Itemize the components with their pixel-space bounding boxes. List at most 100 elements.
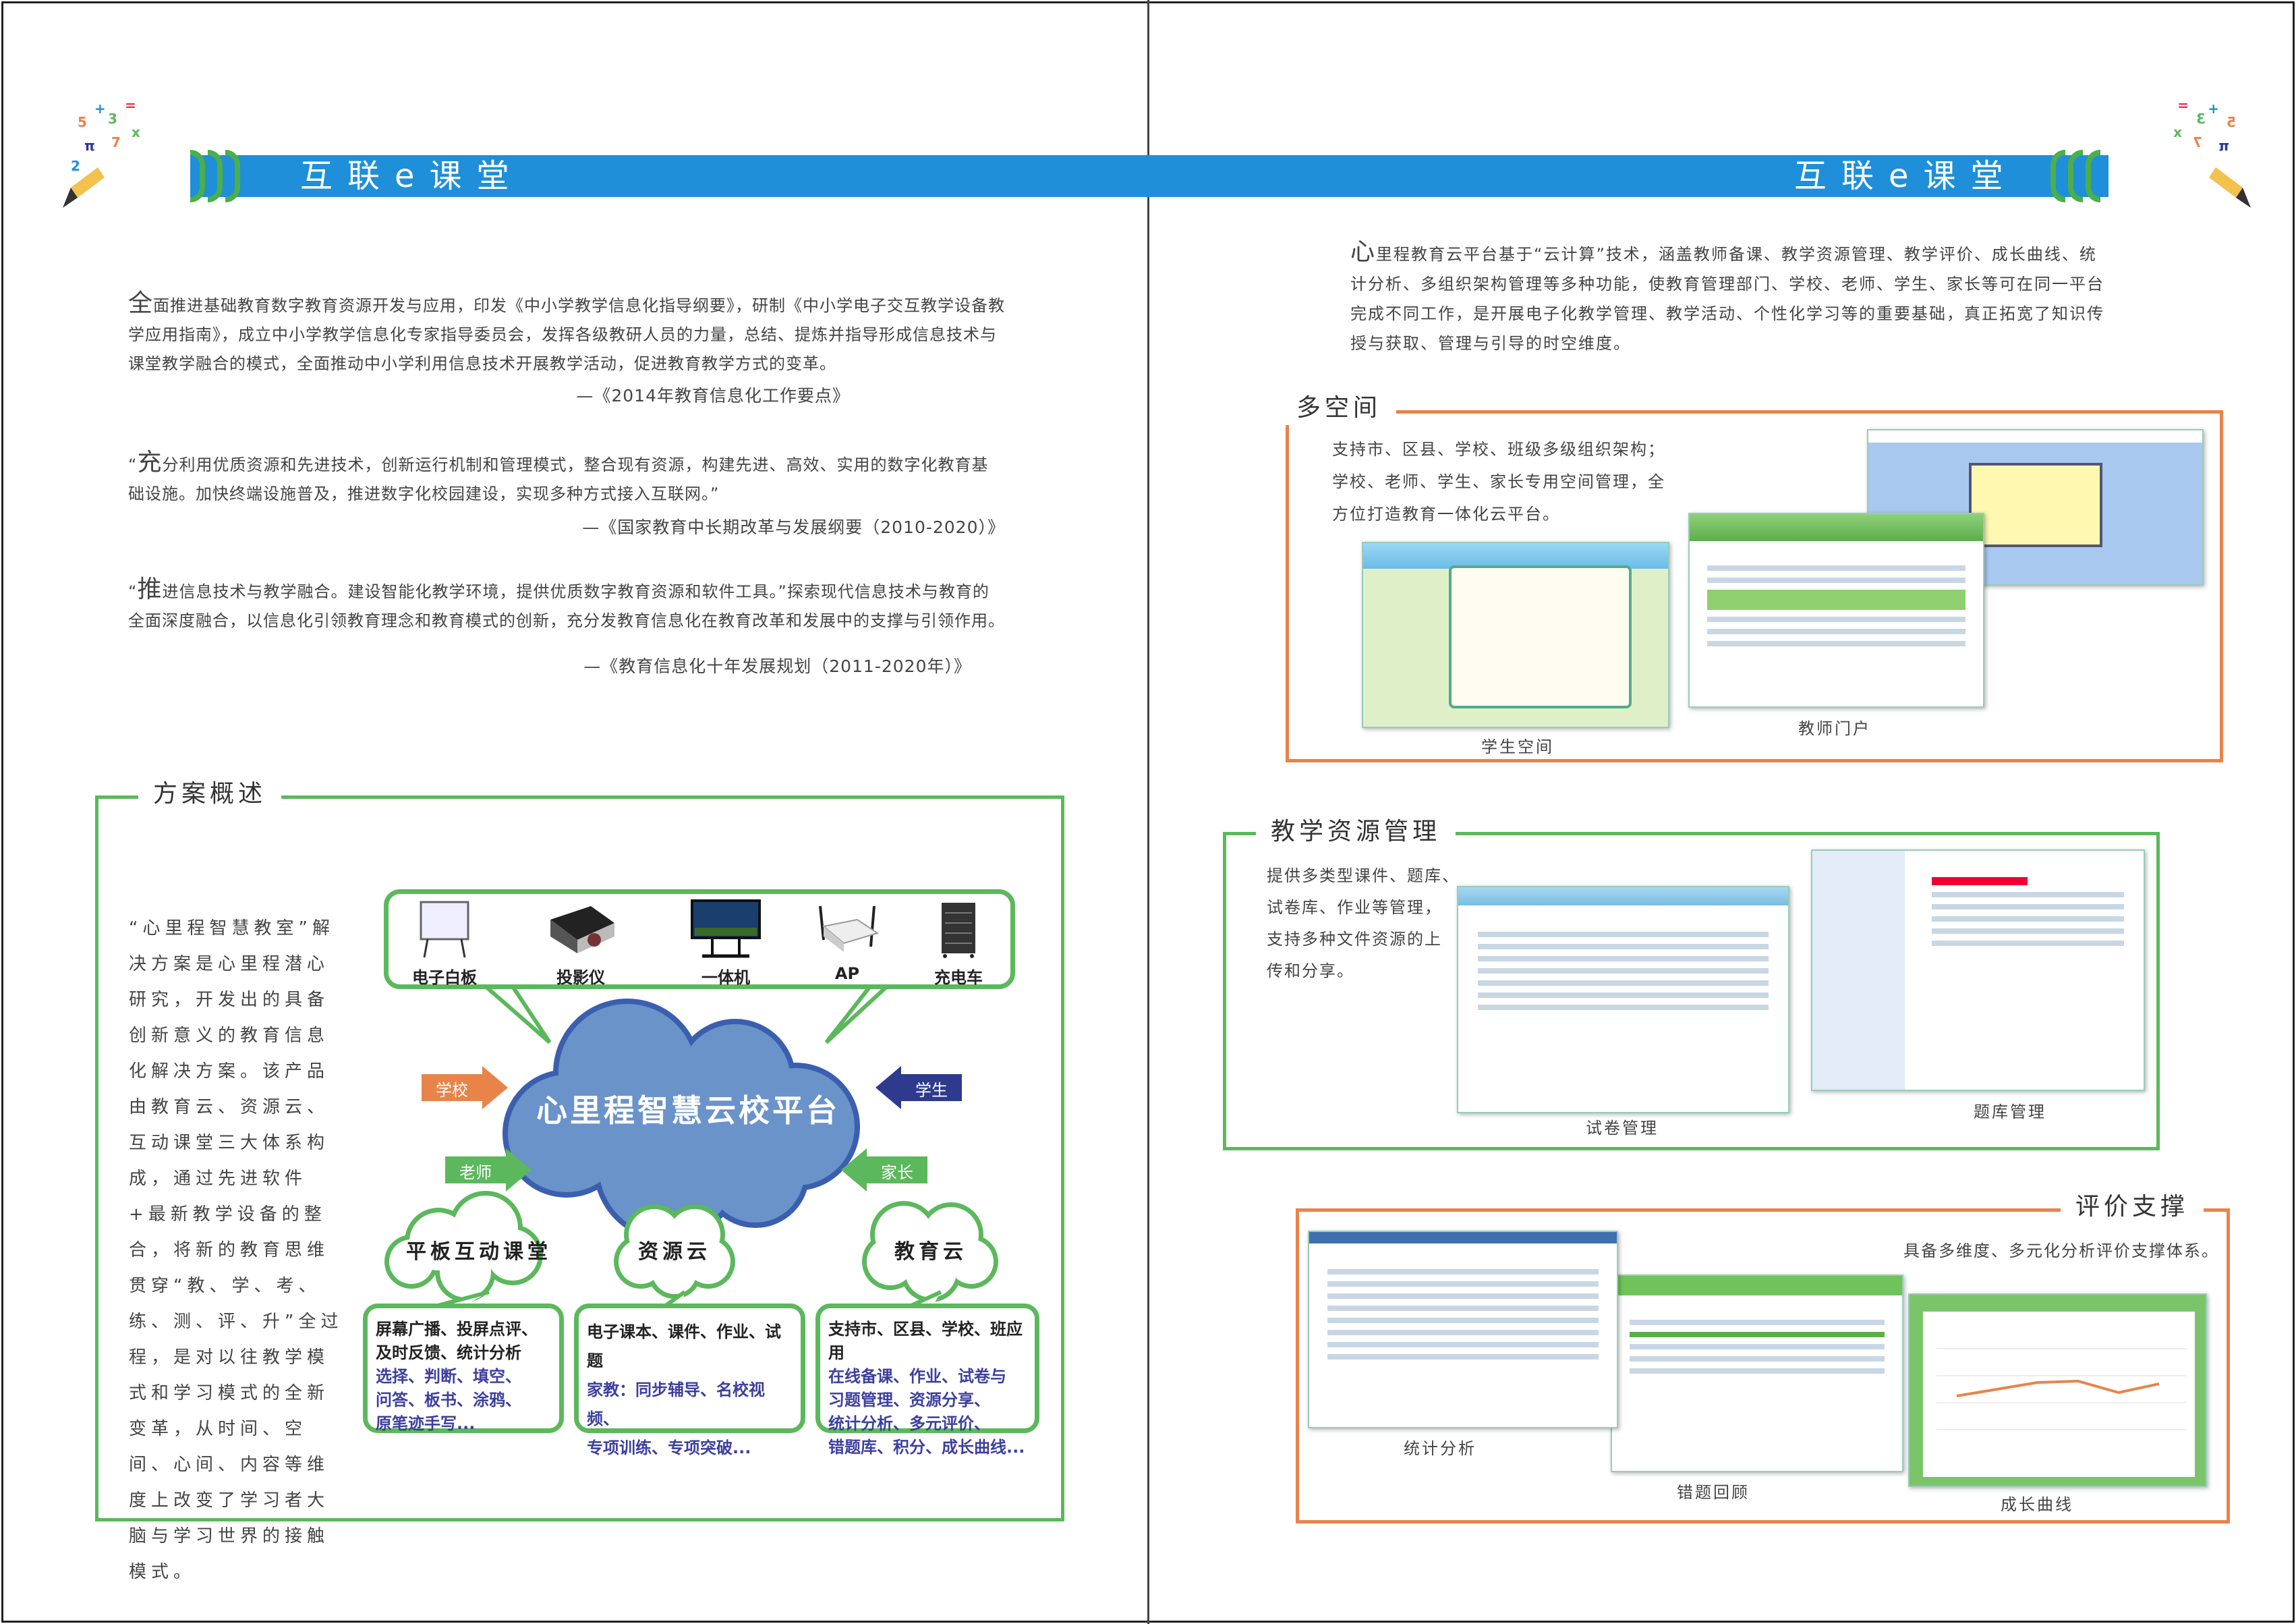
intro-lead: 心 (1350, 238, 1377, 266)
quote-body: 进信息技术与教学融合。建设智能化教学环境，提供优质数字教育资源和软件工具。”探索… (128, 582, 1005, 630)
quote-lead: 充 (137, 449, 163, 476)
module-line: 电子课本、课件、作业、试题 (587, 1322, 781, 1370)
module-title: 教育云 (894, 1240, 967, 1264)
projector-icon (550, 906, 614, 953)
svg-text:π: π (2218, 138, 2229, 154)
svg-text:3: 3 (2196, 111, 2206, 127)
svg-text:7: 7 (111, 134, 121, 150)
multispace-title: 多空间 (1282, 391, 1397, 425)
page-fold (1147, 0, 1149, 1624)
whiteboard-icon (420, 901, 469, 958)
quote-body: 分利用优质资源和先进技术，创新运行机制和管理模式，整合现有资源，构建先进、高效、… (128, 455, 989, 503)
module-line: 错题库、积分、成长曲线... (828, 1438, 1025, 1457)
screenshot-student-space (1362, 542, 1669, 728)
resources-title: 教学资源管理 (1256, 815, 1456, 849)
pencil-math-icon: 5 +3 = π7x (2173, 97, 2251, 208)
router-icon (819, 905, 880, 952)
intro-text: 心里程教育云平台基于“云计算”技术，涵盖教师备课、教学资源管理、教学评价、成长曲… (1350, 237, 2113, 358)
module-line: 及时反馈、统计分析 (376, 1343, 521, 1362)
resources-text: 提供多类型课件、题库、试卷库、作业等管理，支持多种文件资源的上传和分享。 (1267, 860, 1469, 987)
quote-2: “充分利用优质资源和先进技术，创新运行机制和管理模式，整合现有资源，构建先进、高… (128, 448, 1005, 542)
module-box-resource: 电子课本、课件、作业、试题 家教：同步辅导、名校视频、专项训练、专项突破... (574, 1304, 805, 1457)
svg-text:=: = (2177, 97, 2189, 113)
svg-text:5: 5 (2227, 114, 2236, 130)
module-line: 家教：同步辅导、名校视频、 (587, 1380, 765, 1428)
svg-text:=: = (125, 97, 136, 113)
module-box-tablet: 屏幕广播、投屏点评、及时反馈、统计分析 选择、判断、填空、问答、板书、涂鸦、原笔… (363, 1304, 564, 1433)
caption-growth-curve: 成长曲线 (2001, 1495, 2073, 1514)
module-line: 习题管理、资源分享、 (828, 1391, 990, 1409)
device-ap: AP (797, 899, 898, 983)
caption-teacher-portal: 教师门户 (1798, 719, 1871, 738)
evaluation-text: 具备多维度、多元化分析评价支撑体系。 (1903, 1241, 2219, 1260)
svg-text:3: 3 (108, 111, 117, 127)
text-line: 学校、老师、学生、家长专用空间管理，全 (1332, 472, 1665, 491)
overview-text: “心里程智慧教室”解决方案是心里程潜心研究，开发出的具备创新意义的教育信息化解决… (129, 918, 343, 1582)
device-charging-cart: 充电车 (908, 899, 1009, 988)
svg-text:x: x (132, 124, 140, 140)
quote-source: —《教育信息化十年发展规划（2011-2020年）》 (583, 656, 971, 676)
quote-source: —《2014年教育信息化工作要点》 (576, 386, 850, 405)
quote-1: 全面推进基础教育数字教育资源开发与应用，印发《中小学教学信息化指导纲要》，研制《… (128, 289, 1005, 410)
device-label: 投影仪 (556, 968, 605, 987)
module-line: 在线备课、作业、试卷与 (828, 1367, 1006, 1386)
module-line: 支持市、区县、学校、班应用 (828, 1320, 1023, 1362)
screenshot-exam-paper (1457, 886, 1789, 1113)
arrow-label-parent: 家长 (881, 1163, 913, 1182)
header-title-right: 互联e课堂 (1794, 157, 2018, 195)
arrow-left-icon (876, 1066, 962, 1109)
chevron-right-decoration (2050, 150, 2100, 202)
device-label: AP (834, 964, 860, 983)
text-line: 传和分享。 (1267, 961, 1354, 980)
overview-section (95, 795, 1064, 1521)
svg-text:+: + (2208, 101, 2219, 117)
arrow-right-icon (445, 1148, 532, 1192)
evaluation-section (1296, 1208, 2230, 1523)
module-title: 资源云 (638, 1240, 711, 1264)
multispace-text: 支持市、区县、学校、班级多级组织架构； 学校、老师、学生、家长专用空间管理，全方位… (1332, 433, 1737, 530)
quote-body: 面推进基础教育数字教育资源开发与应用，印发《中小学教学信息化指导纲要》，研制《中… (128, 296, 1006, 373)
svg-text:7: 7 (2193, 134, 2202, 150)
text-line: 支持市、区县、学校、班级多级组织架构； (1332, 440, 1665, 459)
svg-text:x: x (2173, 124, 2182, 140)
growth-chart-preview (1923, 1312, 2195, 1477)
screenshot-teacher-portal (1688, 513, 1984, 708)
display-icon (691, 899, 761, 958)
quote-prefix: “ (128, 582, 138, 601)
caption-exam-paper: 试卷管理 (1586, 1119, 1659, 1138)
chevron-left-decoration (190, 150, 240, 202)
arrow-label-school: 学校 (436, 1080, 468, 1100)
overview-title: 方案概述 (138, 777, 282, 811)
multispace-section (1286, 410, 2223, 762)
text-line: 方位打造教育一体化云平台。 (1332, 505, 1560, 524)
device-projector: 投影仪 (530, 899, 631, 988)
text-line: 提供多类型课件、题库、 (1267, 866, 1460, 885)
module-line: 专项训练、专项突破... (587, 1438, 751, 1457)
screenshot-growth-curve (1908, 1293, 2207, 1487)
text-line: 支持多种文件资源的上 (1267, 930, 1442, 949)
module-line: 屏幕广播、投屏点评、 (376, 1320, 538, 1339)
caption-student-space: 学生空间 (1481, 737, 1554, 756)
module-title: 平板互动课堂 (406, 1240, 552, 1264)
platform-title: 心里程智慧云校平台 (536, 1092, 840, 1129)
svg-text:5: 5 (78, 114, 87, 130)
arrow-label-teacher: 老师 (459, 1163, 492, 1182)
arrow-label-student: 学生 (915, 1080, 948, 1100)
module-line: 统计分析、多元评价、 (828, 1414, 990, 1433)
evaluation-title: 评价支撑 (2061, 1190, 2204, 1224)
caption-statistics: 统计分析 (1404, 1439, 1476, 1458)
svg-text:+: + (94, 101, 106, 117)
screenshot-mistake-review (1611, 1275, 1903, 1472)
caption-mistake-review: 错题回顾 (1677, 1483, 1750, 1502)
intro-body: 里程教育云平台基于“云计算”技术，涵盖教师备课、教学资源管理、教学评价、成长曲线… (1350, 245, 2104, 353)
device-label: 一体机 (701, 968, 750, 987)
quote-source: —《国家教育中长期改革与发展纲要（2010-2020）》 (582, 517, 1005, 537)
quote-lead: 推 (137, 576, 163, 603)
device-label: 充电车 (934, 968, 983, 987)
module-line: 原笔迹手写... (376, 1414, 476, 1433)
screenshot-question-bank (1811, 849, 2145, 1091)
arrow-left-icon (841, 1148, 927, 1192)
module-line: 问答、板书、涂鸦、 (376, 1391, 521, 1409)
